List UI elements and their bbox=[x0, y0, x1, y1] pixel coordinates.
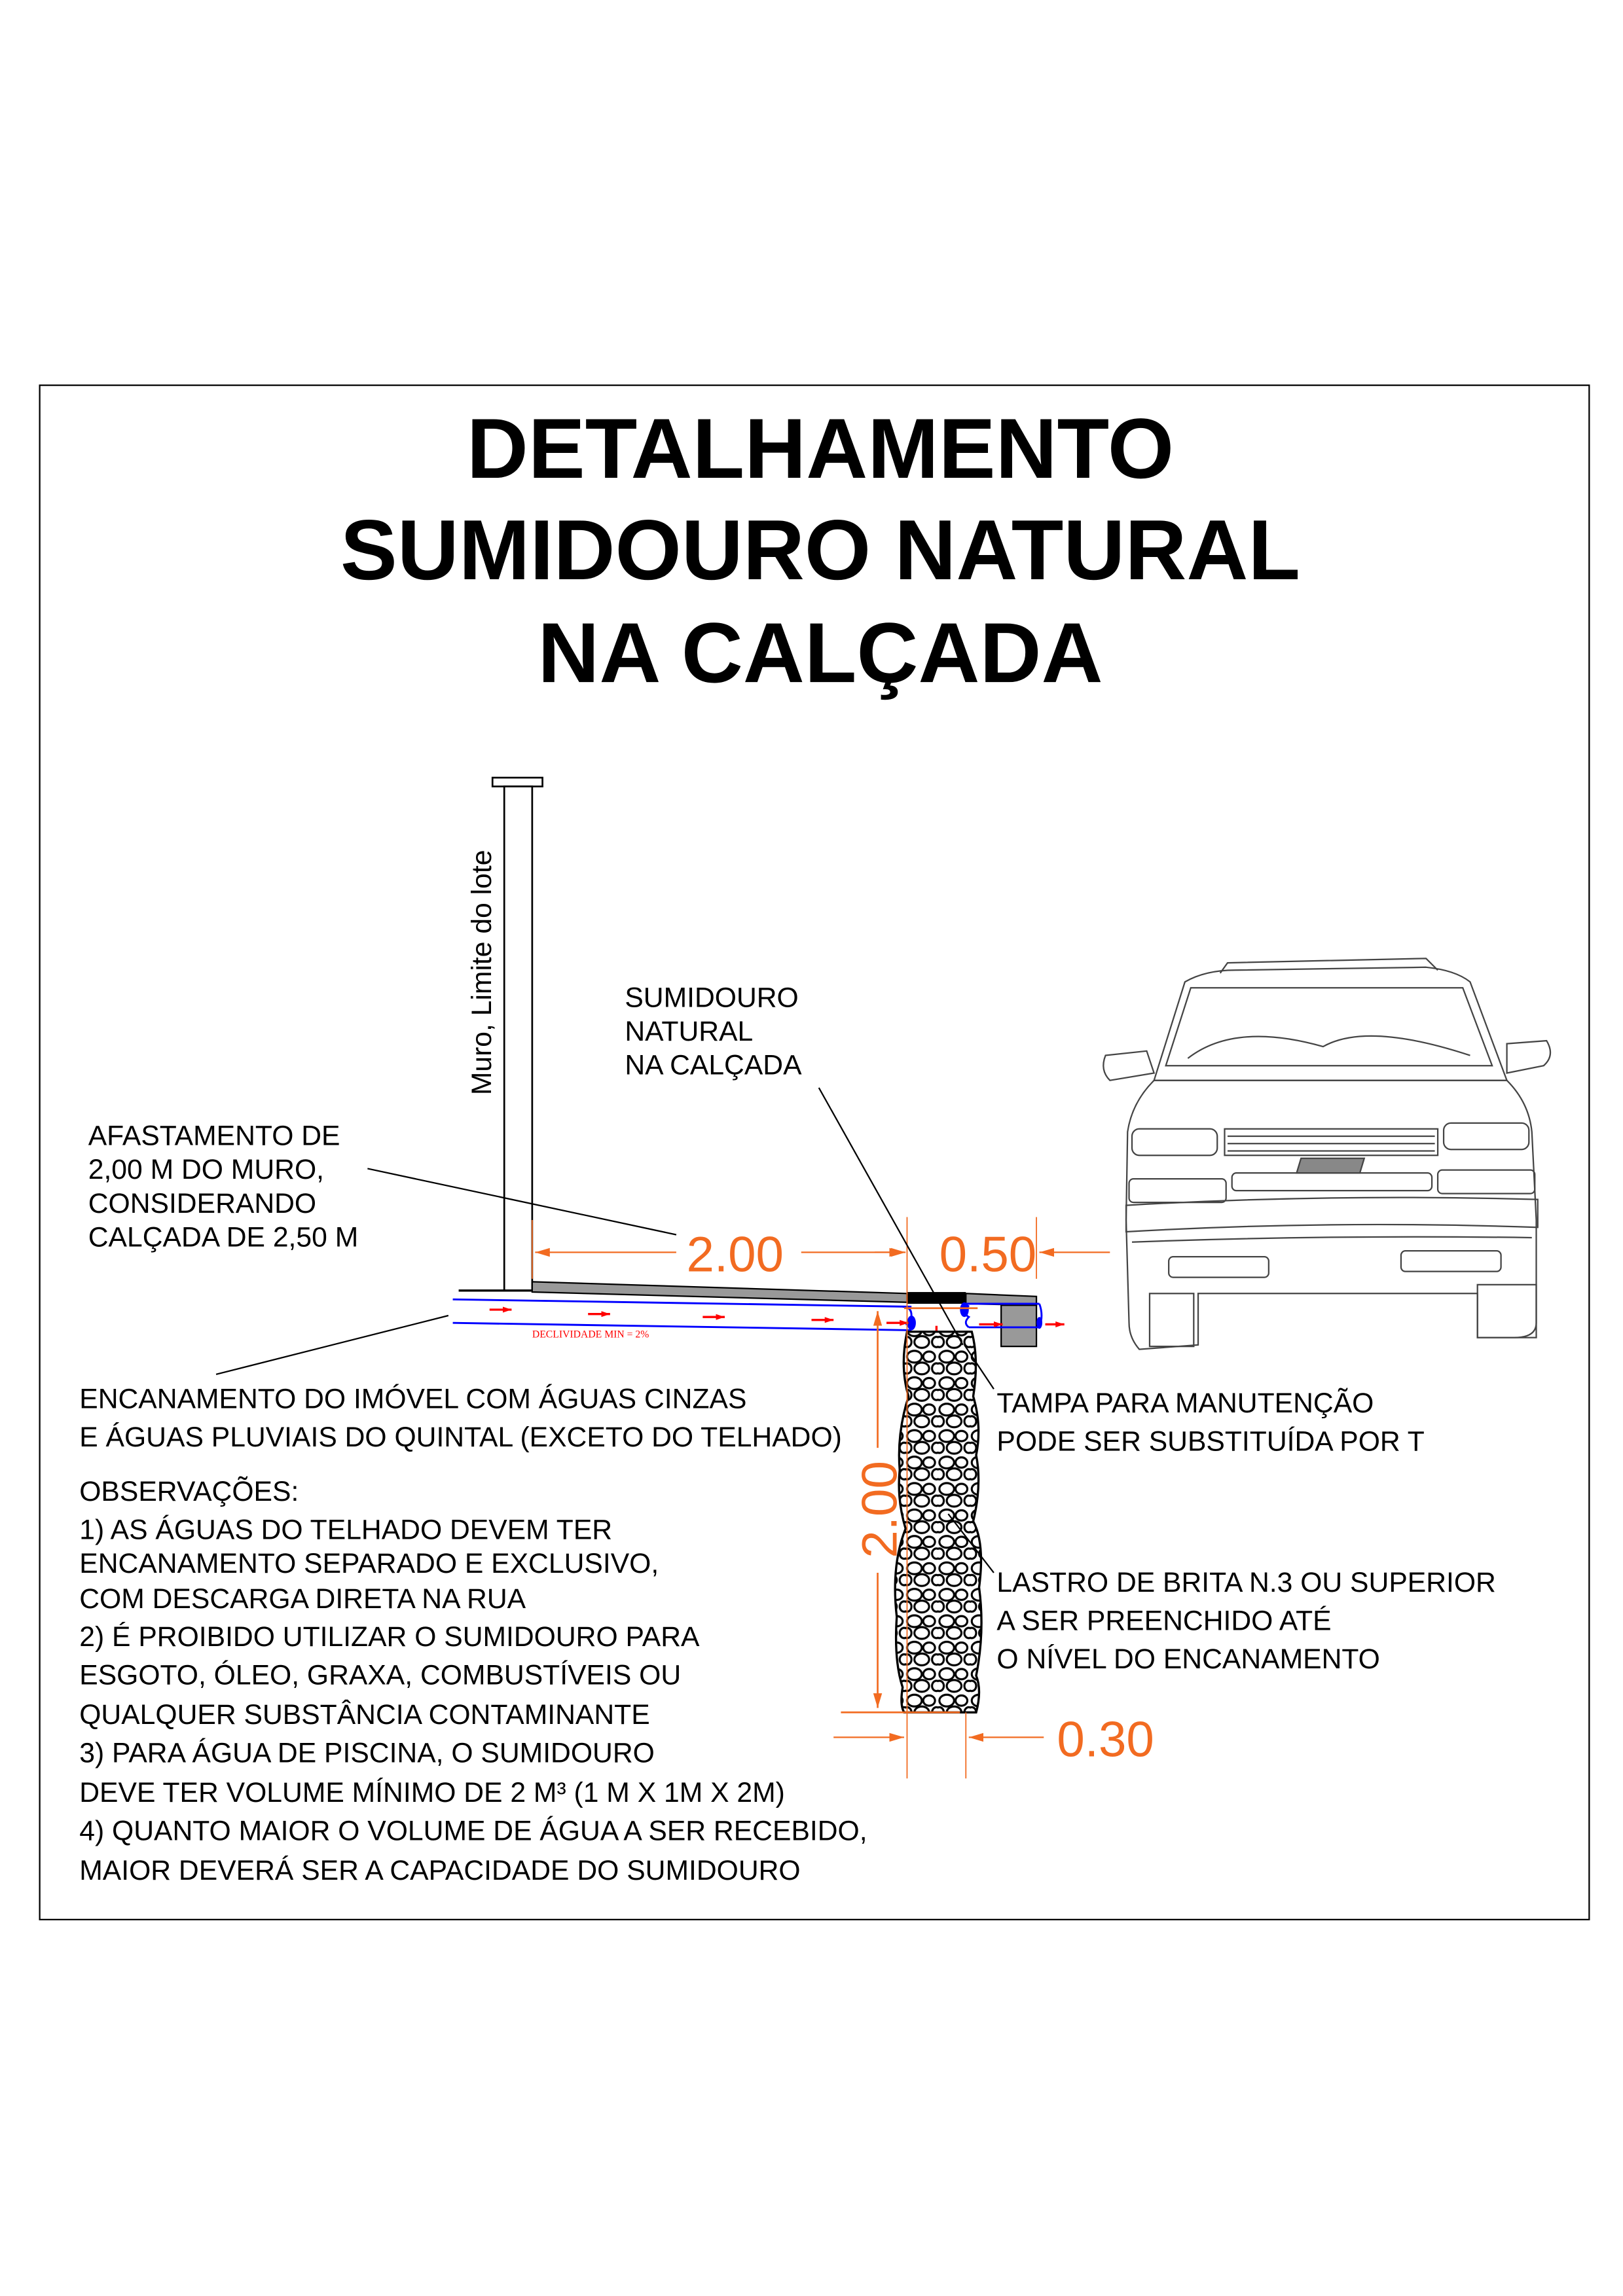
svg-text:MAIOR DEVERÁ SER A CAPACIDADE: MAIOR DEVERÁ SER A CAPACIDADE DO SUMIDOU… bbox=[79, 1855, 800, 1886]
svg-text:CONSIDERANDO: CONSIDERANDO bbox=[88, 1188, 316, 1219]
title-line-1: DETALHAMENTO bbox=[467, 401, 1174, 496]
svg-text:LASTRO DE BRITA N.3 OU SUPERIO: LASTRO DE BRITA N.3 OU SUPERIOR bbox=[996, 1567, 1495, 1598]
notes-heading: OBSERVAÇÕES: bbox=[79, 1476, 299, 1507]
leader-lines bbox=[215, 1087, 994, 1573]
svg-text:SUMIDOURO: SUMIDOURO bbox=[625, 982, 798, 1013]
svg-text:O NÍVEL DO ENCANAMENTO: O NÍVEL DO ENCANAMENTO bbox=[996, 1643, 1379, 1675]
svg-text:COM DESCARGA DIRETA NA RUA: COM DESCARGA DIRETA NA RUA bbox=[79, 1583, 526, 1615]
dimension-cover-width: 0.50 bbox=[939, 1227, 1037, 1283]
slope-label: DECLIVIDADE MIN = 2% bbox=[532, 1329, 649, 1340]
svg-text:PODE SER SUBSTITUÍDA POR T: PODE SER SUBSTITUÍDA POR T bbox=[996, 1426, 1424, 1458]
dimension-lines bbox=[531, 1217, 1110, 1779]
svg-text:DEVE TER VOLUME MÍNIMO DE 2 M³: DEVE TER VOLUME MÍNIMO DE 2 M³ (1 M X 1M… bbox=[79, 1777, 785, 1808]
wall-label: Muro, Limite do lote bbox=[466, 850, 498, 1096]
svg-text:AFASTAMENTO DE: AFASTAMENTO DE bbox=[88, 1121, 340, 1152]
car-illustration bbox=[1103, 958, 1552, 1350]
gravel-soak-pit bbox=[894, 1330, 983, 1713]
dimension-width: 0.30 bbox=[1057, 1712, 1154, 1768]
flow-arrows bbox=[489, 1306, 1065, 1348]
svg-text:ENCANAMENTO DO IMÓVEL COM ÁGUA: ENCANAMENTO DO IMÓVEL COM ÁGUAS CINZAS bbox=[79, 1383, 746, 1414]
svg-text:E ÁGUAS PLUVIAIS DO QUINTAL (E: E ÁGUAS PLUVIAIS DO QUINTAL (EXCETO DO T… bbox=[79, 1422, 842, 1453]
svg-text:2) É PROIBIDO UTILIZAR O SUMID: 2) É PROIBIDO UTILIZAR O SUMIDOURO PARA bbox=[79, 1621, 700, 1653]
svg-text:QUALQUER SUBSTÂNCIA CONTAMINAN: QUALQUER SUBSTÂNCIA CONTAMINANTE bbox=[79, 1699, 649, 1731]
svg-text:4) QUANTO MAIOR O VOLUME DE ÁG: 4) QUANTO MAIOR O VOLUME DE ÁGUA A SER R… bbox=[79, 1816, 867, 1847]
svg-text:ESGOTO, ÓLEO, GRAXA, COMBUSTÍV: ESGOTO, ÓLEO, GRAXA, COMBUSTÍVEIS OU bbox=[79, 1660, 681, 1691]
pipe-label: ENCANAMENTO DO IMÓVEL COM ÁGUAS CINZAS E… bbox=[79, 1383, 842, 1452]
title-line-2: SUMIDOURO NATURAL bbox=[340, 502, 1300, 598]
svg-text:ENCANAMENTO SEPARADO E EXCLUSI: ENCANAMENTO SEPARADO E EXCLUSIVO, bbox=[79, 1548, 659, 1579]
sumidouro-label: SUMIDOURO NATURAL NA CALÇADA bbox=[625, 982, 802, 1081]
svg-text:TAMPA PARA MANUTENÇÃO: TAMPA PARA MANUTENÇÃO bbox=[996, 1388, 1374, 1419]
svg-text:3) PARA ÁGUA DE PISCINA, O SUM: 3) PARA ÁGUA DE PISCINA, O SUMIDOURO bbox=[79, 1738, 655, 1769]
title-block: DETALHAMENTO SUMIDOURO NATURAL NA CALÇAD… bbox=[340, 401, 1300, 700]
drain-pipe bbox=[452, 1298, 1043, 1331]
gravel-label: LASTRO DE BRITA N.3 OU SUPERIOR A SER PR… bbox=[996, 1567, 1495, 1675]
svg-text:1) AS ÁGUAS DO TELHADO DEVEM T: 1) AS ÁGUAS DO TELHADO DEVEM TER bbox=[79, 1514, 612, 1545]
sheet-border bbox=[39, 384, 1590, 1920]
svg-text:2,00 M DO MURO,: 2,00 M DO MURO, bbox=[88, 1154, 324, 1185]
svg-text:NATURAL: NATURAL bbox=[625, 1016, 753, 1047]
svg-text:NA CALÇADA: NA CALÇADA bbox=[625, 1050, 802, 1081]
curb bbox=[1000, 1304, 1038, 1348]
setback-label: AFASTAMENTO DE 2,00 M DO MURO, CONSIDERA… bbox=[88, 1121, 359, 1253]
svg-text:CALÇADA DE 2,50 M: CALÇADA DE 2,50 M bbox=[88, 1221, 359, 1253]
boundary-wall bbox=[458, 776, 543, 1292]
dimension-depth: 2.00 bbox=[852, 1461, 908, 1558]
cover-label: TAMPA PARA MANUTENÇÃO PODE SER SUBSTITUÍ… bbox=[996, 1388, 1424, 1457]
svg-text:A SER PREENCHIDO ATÉ: A SER PREENCHIDO ATÉ bbox=[996, 1605, 1331, 1637]
dimension-setback: 2.00 bbox=[686, 1227, 784, 1283]
pipe-joints bbox=[907, 1302, 1043, 1331]
title-line-3: NA CALÇADA bbox=[538, 605, 1103, 700]
notes-block: OBSERVAÇÕES: 1) AS ÁGUAS DO TELHADO DEVE… bbox=[79, 1476, 867, 1886]
